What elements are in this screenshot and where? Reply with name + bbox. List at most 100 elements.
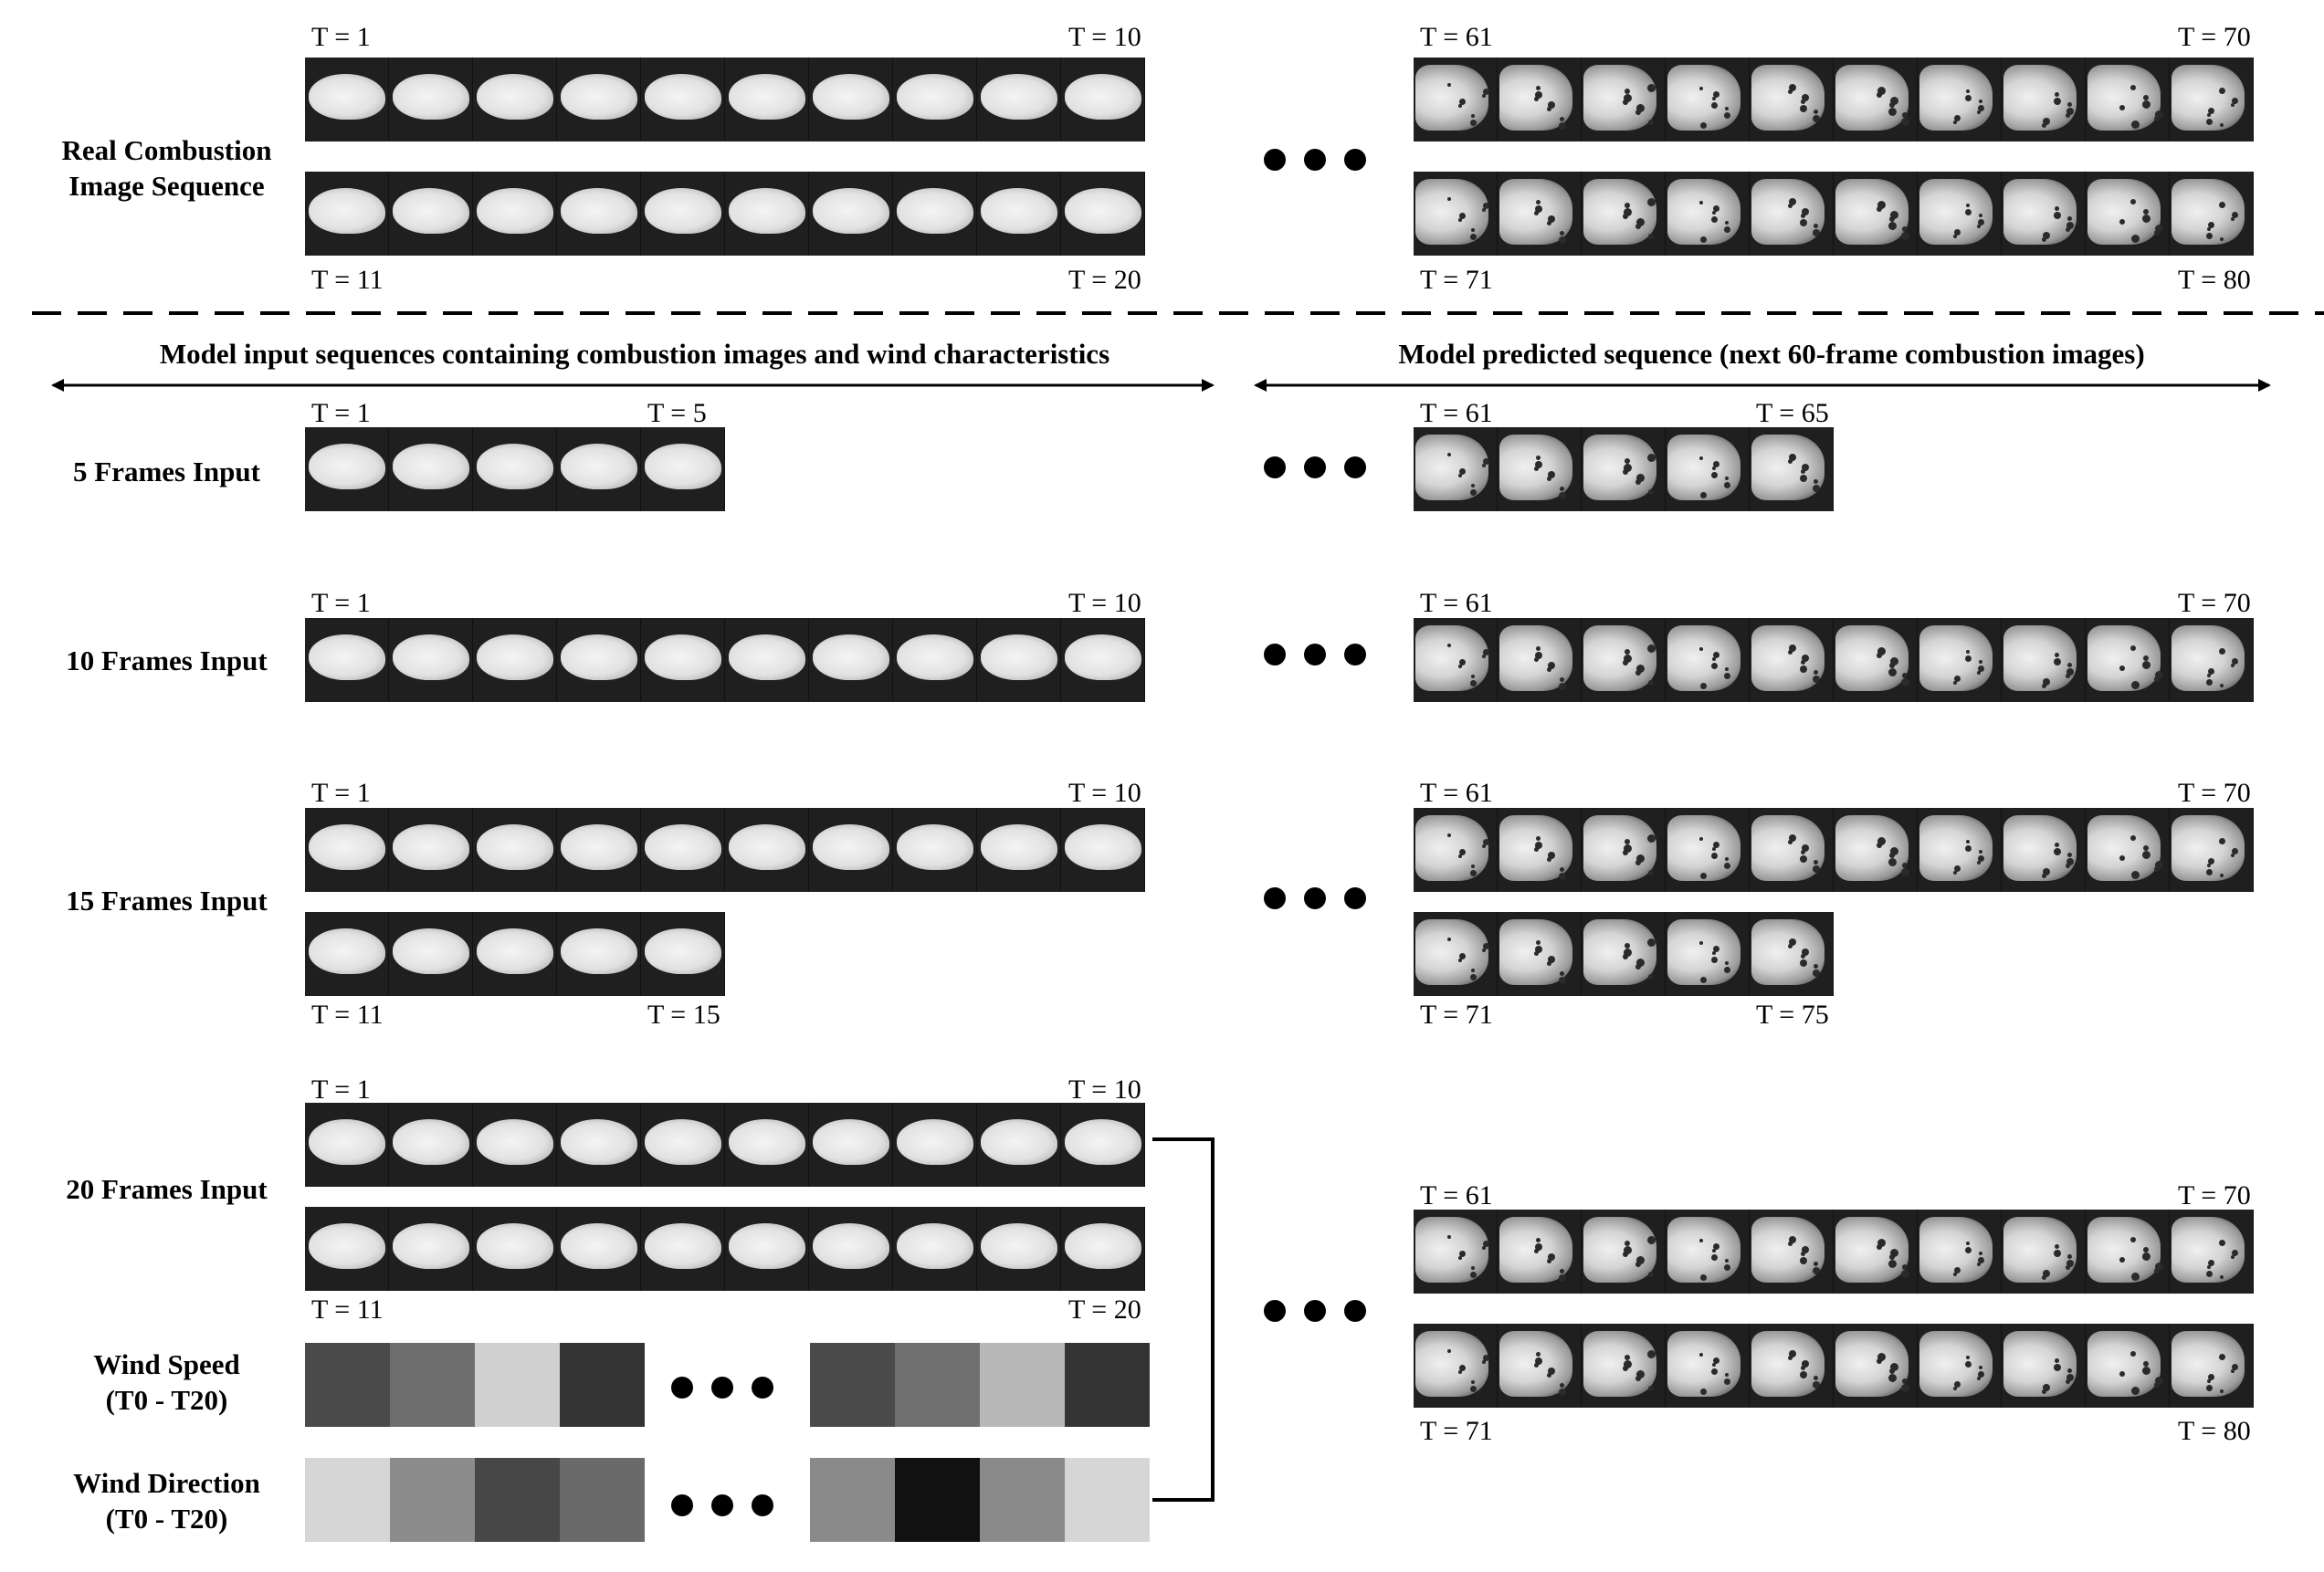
t-label: T = 1 xyxy=(311,778,371,808)
t-label: T = 70 xyxy=(2178,588,2251,618)
combustion-frame-thumbnail xyxy=(893,58,977,141)
wind-speed-line1: Wind Speed xyxy=(93,1348,240,1380)
combustion-frame-thumbnail xyxy=(893,172,977,256)
t-label: T = 71 xyxy=(1420,1416,1493,1446)
combustion-frame-thumbnail xyxy=(725,1103,809,1187)
t-label: T = 1 xyxy=(311,588,371,618)
real-label-line2: Image Sequence xyxy=(68,169,265,202)
predicted-frame-thumbnail xyxy=(1666,172,1750,256)
t-label: T = 11 xyxy=(311,1294,384,1325)
combustion-frame-thumbnail xyxy=(725,58,809,141)
combustion-frame-thumbnail xyxy=(893,618,977,702)
ellipsis-icon xyxy=(1264,887,1366,909)
predicted-frame-thumbnail xyxy=(1834,618,1918,702)
predicted-frame-thumbnail xyxy=(1918,808,2002,892)
t-label: T = 61 xyxy=(1420,1180,1493,1210)
predicted-frame-thumbnail xyxy=(2170,1210,2254,1294)
input-sequence-header: Model input sequences containing combust… xyxy=(159,338,1110,370)
frame-strip xyxy=(305,912,725,996)
wind-value-swatch xyxy=(1065,1458,1150,1542)
frame-strip xyxy=(1414,172,2254,256)
t-label: T = 15 xyxy=(647,1000,720,1030)
frame-strip xyxy=(305,172,1145,256)
predicted-frame-thumbnail xyxy=(1750,427,1834,511)
fifteen-frames-label: 15 Frames Input xyxy=(66,885,268,917)
predicted-frame-thumbnail xyxy=(1750,172,1834,256)
combustion-frame-thumbnail xyxy=(809,1207,893,1291)
t-label: T = 11 xyxy=(311,1000,384,1030)
t-label: T = 70 xyxy=(2178,22,2251,52)
combustion-frame-thumbnail xyxy=(305,808,389,892)
predicted-frame-thumbnail xyxy=(1918,1324,2002,1408)
t-label: T = 65 xyxy=(1756,398,1829,428)
predicted-frame-thumbnail xyxy=(1666,1324,1750,1408)
ellipsis-icon xyxy=(1264,456,1366,478)
combustion-frame-thumbnail xyxy=(305,912,389,996)
wind-value-swatch xyxy=(390,1343,475,1427)
predicted-frame-thumbnail xyxy=(1498,912,1582,996)
wind-value-swatch xyxy=(895,1458,980,1542)
predicted-frame-thumbnail xyxy=(1666,1210,1750,1294)
combustion-frame-thumbnail xyxy=(641,172,725,256)
combustion-frame-thumbnail xyxy=(557,912,641,996)
combustion-frame-thumbnail xyxy=(473,618,557,702)
predicted-frame-thumbnail xyxy=(2086,58,2170,141)
frame-strip xyxy=(1414,58,2254,141)
ellipsis-icon xyxy=(1264,644,1366,665)
frame-strip xyxy=(305,427,725,511)
combustion-frame-thumbnail xyxy=(977,808,1061,892)
combustion-frame-thumbnail xyxy=(725,1207,809,1291)
combustion-frame-thumbnail xyxy=(473,427,557,511)
predicted-frame-thumbnail xyxy=(2170,58,2254,141)
combustion-frame-thumbnail xyxy=(389,912,473,996)
combustion-frame-thumbnail xyxy=(305,427,389,511)
combustion-frame-thumbnail xyxy=(1061,808,1145,892)
predicted-sequence-header: Model predicted sequence (next 60-frame … xyxy=(1398,338,2145,370)
real-sequence-label: Real Combustion Image Sequence xyxy=(41,133,292,204)
combustion-frame-thumbnail xyxy=(1061,58,1145,141)
combustion-frame-thumbnail xyxy=(725,618,809,702)
combustion-frame-thumbnail xyxy=(809,808,893,892)
predicted-frame-thumbnail xyxy=(1750,808,1834,892)
predicted-frame-thumbnail xyxy=(1582,618,1666,702)
frame-strip xyxy=(1414,427,1834,511)
combustion-frame-thumbnail xyxy=(473,808,557,892)
wind-direction-line1: Wind Direction xyxy=(73,1467,260,1499)
combustion-frame-thumbnail xyxy=(389,427,473,511)
combustion-frame-thumbnail xyxy=(557,58,641,141)
predicted-frame-thumbnail xyxy=(2170,618,2254,702)
t-label: T = 5 xyxy=(647,398,707,428)
predicted-frame-thumbnail xyxy=(1918,172,2002,256)
combustion-frame-thumbnail xyxy=(389,1103,473,1187)
t-label: T = 70 xyxy=(2178,1180,2251,1210)
predicted-frame-thumbnail xyxy=(1414,618,1498,702)
combustion-frame-thumbnail xyxy=(641,618,725,702)
predicted-frame-thumbnail xyxy=(1834,172,1918,256)
combustion-frame-thumbnail xyxy=(389,1207,473,1291)
t-label: T = 1 xyxy=(311,22,371,52)
predicted-frame-thumbnail xyxy=(2002,808,2086,892)
predicted-frame-thumbnail xyxy=(2086,808,2170,892)
frame-strip xyxy=(1414,1324,2254,1408)
combustion-frame-thumbnail xyxy=(1061,172,1145,256)
frame-strip xyxy=(1414,618,2254,702)
ten-frames-label: 10 Frames Input xyxy=(66,645,268,676)
combustion-frame-thumbnail xyxy=(977,172,1061,256)
predicted-frame-thumbnail xyxy=(2086,1324,2170,1408)
combustion-frame-thumbnail xyxy=(809,58,893,141)
wind-value-swatch xyxy=(475,1458,560,1542)
wind-value-swatch xyxy=(980,1343,1065,1427)
combustion-frame-thumbnail xyxy=(641,1207,725,1291)
t-label: T = 1 xyxy=(311,1074,371,1105)
predicted-frame-thumbnail xyxy=(1582,172,1666,256)
combustion-frame-thumbnail xyxy=(557,1207,641,1291)
combustion-frame-thumbnail xyxy=(305,1103,389,1187)
predicted-frame-thumbnail xyxy=(1582,808,1666,892)
t-label: T = 71 xyxy=(1420,265,1493,295)
predicted-frame-thumbnail xyxy=(1750,618,1834,702)
predicted-frame-thumbnail xyxy=(1582,1210,1666,1294)
predicted-frame-thumbnail xyxy=(1414,1210,1498,1294)
combustion-frame-thumbnail xyxy=(1061,1103,1145,1187)
ellipsis-icon xyxy=(1264,1300,1366,1322)
